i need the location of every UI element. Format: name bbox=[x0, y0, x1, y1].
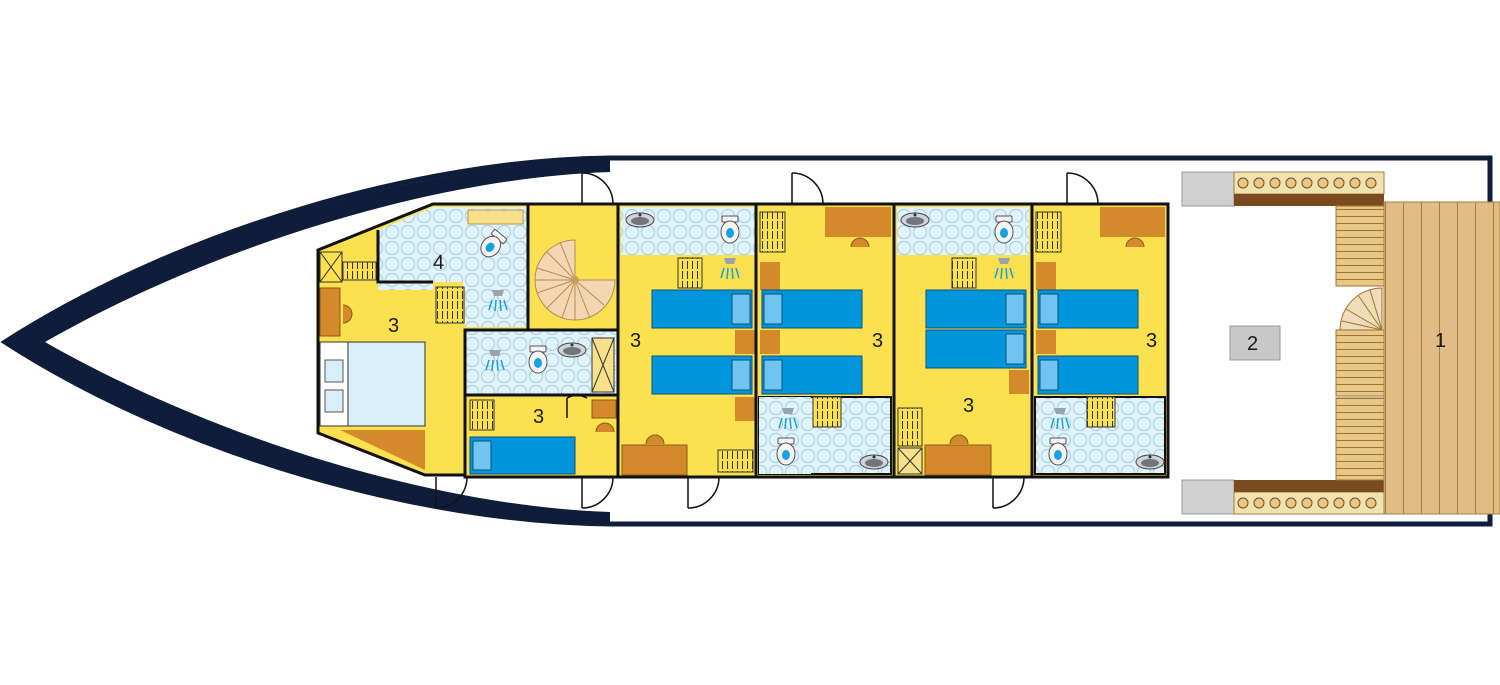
cabin-b-label: 3 bbox=[872, 330, 883, 352]
spiral-staircase-icon bbox=[1339, 287, 1383, 331]
cabin-d: 3 bbox=[1030, 202, 1170, 479]
cabin-c-label: 3 bbox=[963, 395, 974, 417]
cabin-d-label: 3 bbox=[1146, 330, 1157, 352]
door-icon[interactable] bbox=[566, 394, 588, 418]
lounge-label: 2 bbox=[1247, 333, 1258, 355]
sink-icon bbox=[1135, 454, 1165, 470]
radiator-icon bbox=[435, 286, 465, 324]
door-icon[interactable] bbox=[992, 476, 1025, 509]
cabin-b: 3 bbox=[754, 202, 896, 479]
small-cabin-label: 3 bbox=[533, 406, 544, 428]
bow-suite: 3 4 bbox=[316, 202, 530, 477]
cabin-c: 3 bbox=[892, 202, 1034, 479]
sink-icon bbox=[557, 342, 587, 358]
door-icon[interactable] bbox=[1066, 172, 1099, 205]
door-icon[interactable] bbox=[687, 476, 720, 509]
sink-icon bbox=[625, 212, 655, 228]
toilet-icon bbox=[528, 345, 548, 374]
cabin-a-label: 3 bbox=[630, 330, 641, 352]
door-icon[interactable] bbox=[581, 476, 614, 509]
sink-icon bbox=[900, 212, 930, 228]
sink-icon bbox=[859, 454, 889, 470]
door-icon[interactable] bbox=[435, 476, 468, 509]
stern-deck-label: 1 bbox=[1435, 330, 1446, 352]
stern-deck: 1 bbox=[1335, 201, 1500, 515]
toilet-icon bbox=[776, 437, 796, 466]
door-icon[interactable] bbox=[581, 172, 614, 205]
lounge: 2 bbox=[1181, 171, 1385, 515]
toilet-icon bbox=[720, 215, 740, 244]
master-bath-label: 4 bbox=[433, 252, 444, 274]
doors bbox=[435, 172, 1099, 509]
toilet-icon bbox=[994, 215, 1014, 244]
stair-and-small-cabin: 3 bbox=[463, 202, 620, 479]
door-icon[interactable] bbox=[791, 172, 824, 205]
spiral-staircase-icon bbox=[534, 239, 616, 321]
toilet-icon bbox=[1048, 437, 1068, 466]
cabin-a: 3 bbox=[616, 202, 758, 479]
bow-suite-label: 3 bbox=[388, 315, 399, 337]
